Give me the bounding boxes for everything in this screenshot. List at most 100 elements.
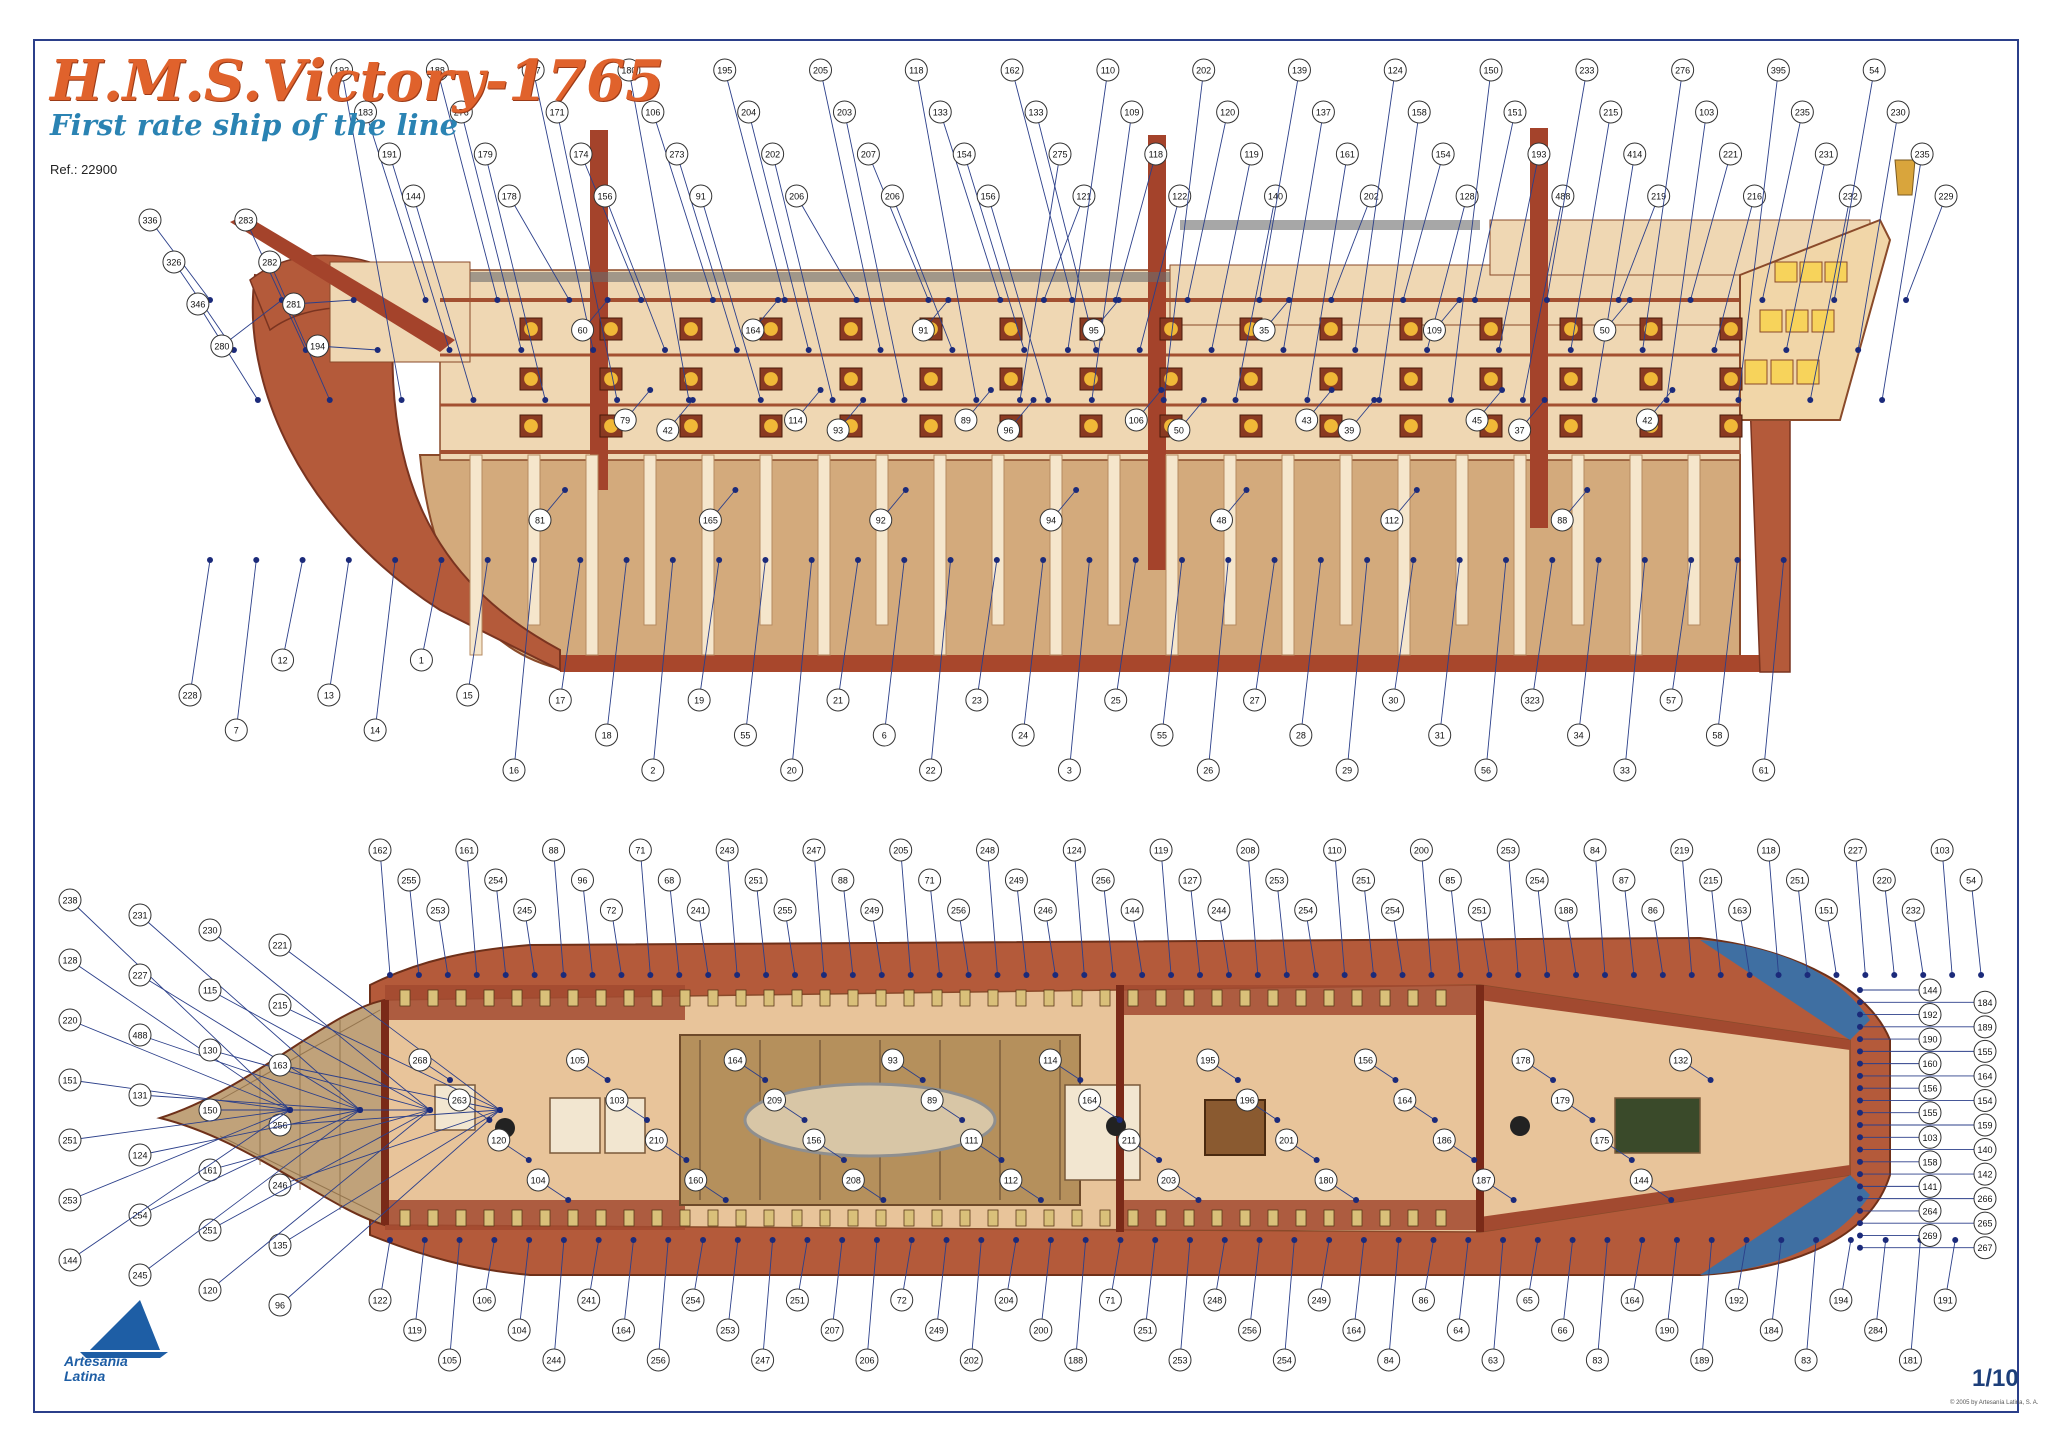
callout-number: 256 — [272, 1121, 287, 1131]
callout-bubble — [138, 208, 162, 232]
callout-number: 105 — [570, 1056, 585, 1066]
callout-bubble — [761, 142, 785, 166]
callout-bubble — [1104, 688, 1128, 712]
callout-number: 174 — [574, 150, 589, 160]
callout-bubble — [1690, 1348, 1714, 1372]
callout-number: 246 — [1038, 906, 1053, 916]
callout-bubble — [426, 898, 450, 922]
callout-bubble — [918, 868, 942, 892]
callout-bubble — [1742, 184, 1766, 208]
callout-number: 221 — [1723, 150, 1738, 160]
callout-bubble — [1472, 1168, 1496, 1192]
callout-bubble — [1057, 758, 1081, 782]
deck-gun — [1211, 989, 1223, 1007]
callout-number: 244 — [546, 1356, 561, 1366]
callout-bubble — [856, 142, 880, 166]
callout-bubble — [1272, 1348, 1296, 1372]
deck-gun — [1071, 989, 1083, 1007]
hold-stanchion — [1165, 454, 1179, 656]
callout-number: 241 — [581, 1296, 596, 1306]
callout-bubble — [198, 978, 222, 1002]
callout-bubble — [1314, 1168, 1338, 1192]
callout-number: 155 — [1977, 1047, 1992, 1057]
callout-bubble — [1959, 868, 1983, 892]
callout-number: 94 — [1046, 516, 1056, 526]
callout-number: 50 — [1600, 326, 1610, 336]
callout-bubble — [802, 838, 826, 862]
callout-bubble — [1901, 898, 1925, 922]
callout-number: 140 — [1977, 1145, 1992, 1155]
callout-number: 22 — [926, 766, 936, 776]
mizzenmast-hole — [1510, 1116, 1530, 1136]
deck-gun — [567, 989, 579, 1007]
deck-gun — [1043, 989, 1055, 1007]
callout-number: 253 — [62, 1196, 77, 1206]
callout-bubble — [1409, 838, 1433, 862]
callout-number: 179 — [478, 150, 493, 160]
callout-bubble — [1814, 898, 1838, 922]
callout-bubble — [1038, 1048, 1062, 1072]
callout-number: 105 — [442, 1356, 457, 1366]
deck-gun — [987, 1209, 999, 1227]
callout-number: 241 — [691, 906, 706, 916]
callout-bubble — [403, 1318, 427, 1342]
callout-number: 91 — [918, 326, 928, 336]
callout-number: 55 — [1157, 731, 1167, 741]
profile-mainmast — [1148, 135, 1166, 570]
callout-bubble — [449, 100, 473, 124]
callout-number: 175 — [1594, 1136, 1609, 1146]
callout-number: 220 — [62, 1016, 77, 1026]
deck-gun — [791, 1209, 803, 1227]
callout-number: 256 — [1242, 1326, 1257, 1336]
callout-bubble — [1203, 1288, 1227, 1312]
callout-number: 163 — [1732, 906, 1747, 916]
callout-number: 488 — [1555, 192, 1570, 202]
callout-number: 227 — [132, 971, 147, 981]
callout-bubble — [224, 718, 248, 742]
callout-bubble — [1096, 58, 1120, 82]
callout-bubble — [1446, 1318, 1470, 1342]
callout-bubble — [841, 1168, 865, 1192]
callout-bubble — [1669, 1048, 1693, 1072]
callout-number: 202 — [1364, 192, 1379, 202]
callout-bubble — [1407, 100, 1431, 124]
callout-number: 159 — [1977, 1121, 1992, 1131]
callout-bubble — [571, 318, 595, 342]
callout-number: 72 — [606, 906, 616, 916]
hold-stanchion — [991, 454, 1005, 626]
callout-bubble — [234, 208, 258, 232]
callout-number: 220 — [1877, 876, 1892, 886]
callout-bubble — [513, 898, 537, 922]
callout-bubble — [162, 250, 186, 274]
callout-bubble — [1033, 898, 1057, 922]
callout-number: 83 — [1592, 1356, 1602, 1366]
callout-number: 29 — [1342, 766, 1352, 776]
callout-number: 248 — [1207, 1296, 1222, 1306]
plan-stern-quarter-2 — [1700, 1175, 1870, 1275]
callout-number: 83 — [1801, 1356, 1811, 1366]
callout-number: 178 — [1516, 1056, 1531, 1066]
callout-bubble — [1550, 508, 1574, 532]
profile-sternpost — [1749, 399, 1791, 673]
callout-bubble — [785, 1288, 809, 1312]
callout-number: 256 — [951, 906, 966, 916]
callout-bubble — [1725, 1288, 1749, 1312]
callout-number: 215 — [1603, 108, 1618, 118]
callout-number: 54 — [1869, 66, 1879, 76]
callout-bubble — [741, 318, 765, 342]
callout-bubble — [456, 683, 480, 707]
callout-number: 228 — [182, 691, 197, 701]
callout-bubble — [178, 683, 202, 707]
callout-bubble — [1062, 838, 1086, 862]
callout-number: 65 — [1523, 1296, 1533, 1306]
callout-number: 273 — [669, 150, 684, 160]
callout-bubble — [1786, 868, 1809, 892]
deck-gun — [1267, 1209, 1279, 1227]
callout-bubble — [1481, 1348, 1505, 1372]
callout-bubble — [737, 100, 761, 124]
callout-number: 201 — [1279, 1136, 1294, 1146]
callout-number: 106 — [477, 1296, 492, 1306]
callout-number: 28 — [1296, 731, 1306, 741]
deck-gun — [1211, 1209, 1223, 1227]
callout-bubble — [1289, 723, 1313, 747]
